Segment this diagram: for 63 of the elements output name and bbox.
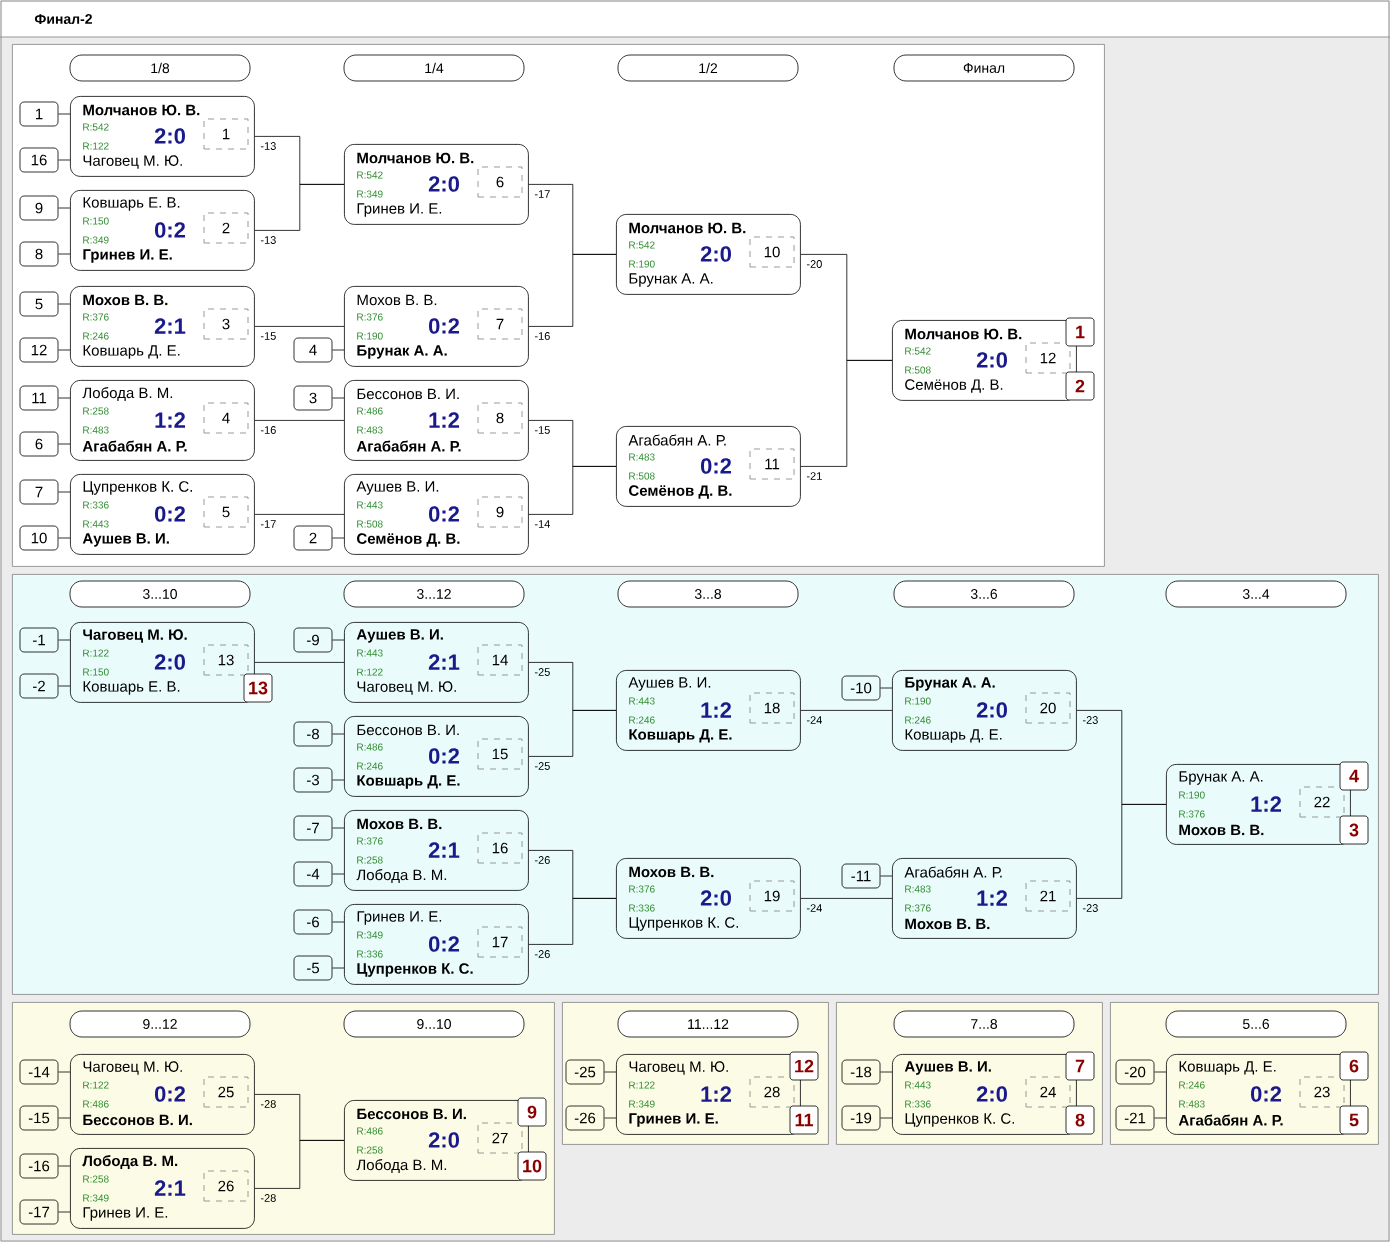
connector-line bbox=[58, 1211, 71, 1213]
connector-line bbox=[254, 514, 345, 515]
connector-line bbox=[528, 898, 617, 945]
connector-line bbox=[528, 710, 617, 757]
panel bbox=[12, 44, 1105, 567]
connector-line bbox=[58, 303, 71, 305]
connector-line bbox=[58, 113, 71, 115]
connector-line bbox=[254, 1140, 345, 1189]
connector-line bbox=[604, 1071, 617, 1073]
connector-line bbox=[58, 253, 71, 255]
connector-line bbox=[58, 1117, 71, 1119]
connector-line bbox=[58, 349, 71, 351]
connector-line bbox=[332, 921, 345, 923]
connector-line bbox=[254, 326, 345, 327]
place-box: 1 bbox=[1065, 317, 1095, 347]
connector-line bbox=[800, 360, 893, 467]
connector-line bbox=[58, 639, 71, 641]
connector-line bbox=[58, 537, 71, 539]
place-box: 8 bbox=[1065, 1105, 1095, 1135]
connector-line bbox=[880, 1071, 893, 1073]
connector-line bbox=[332, 349, 345, 351]
connector-line bbox=[58, 443, 71, 445]
place-box: 10 bbox=[517, 1151, 547, 1181]
place-box: 13 bbox=[243, 673, 273, 703]
connector-line bbox=[880, 875, 893, 877]
connector-line bbox=[332, 537, 345, 539]
connector-line bbox=[332, 733, 345, 735]
place-box: 7 bbox=[1065, 1051, 1095, 1081]
connector-line bbox=[332, 397, 345, 399]
connector-line bbox=[880, 687, 893, 689]
place-box: 12 bbox=[789, 1051, 819, 1081]
place-box: 6 bbox=[1339, 1051, 1369, 1081]
connector-line bbox=[254, 662, 345, 663]
connector-line bbox=[254, 420, 345, 421]
connector-line bbox=[58, 491, 71, 493]
connector-line bbox=[332, 827, 345, 829]
connector-line bbox=[528, 466, 617, 515]
connector-line bbox=[1154, 1117, 1167, 1119]
place-box: 3 bbox=[1339, 815, 1369, 845]
connector-line bbox=[254, 184, 345, 231]
place-box: 9 bbox=[517, 1097, 547, 1127]
connector-line bbox=[58, 1071, 71, 1073]
connector-line bbox=[528, 254, 617, 327]
place-box: 5 bbox=[1339, 1105, 1369, 1135]
connector-line bbox=[332, 873, 345, 875]
place-box: 2 bbox=[1065, 371, 1095, 401]
connector-line bbox=[58, 397, 71, 399]
connector-line bbox=[332, 779, 345, 781]
connector-line bbox=[58, 685, 71, 687]
place-box: 11 bbox=[789, 1105, 819, 1135]
connector-line bbox=[58, 159, 71, 161]
connector-line bbox=[800, 710, 893, 711]
place-box: 4 bbox=[1339, 761, 1369, 791]
connector-line bbox=[800, 898, 893, 899]
connector-line bbox=[58, 207, 71, 209]
connector-line bbox=[58, 1165, 71, 1167]
connector-line bbox=[604, 1117, 617, 1119]
connector-line bbox=[1076, 804, 1167, 899]
connector-line bbox=[332, 639, 345, 641]
connector-line bbox=[332, 967, 345, 969]
panel bbox=[12, 574, 1379, 995]
connector-line bbox=[880, 1117, 893, 1119]
connector-line bbox=[1154, 1071, 1167, 1073]
